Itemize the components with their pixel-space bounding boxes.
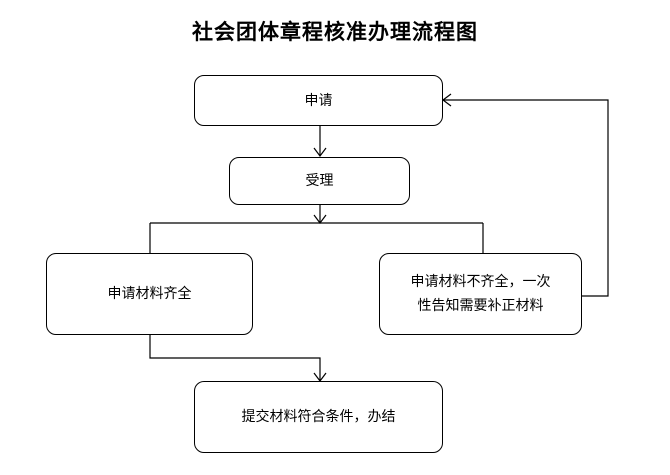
node-materials-complete: 申请材料齐全 [46,253,253,335]
arrowhead-accept [313,147,327,157]
node-materials-incomplete: 申请材料不齐全，一次 性告知需要补正材料 [379,253,582,335]
connector-complete-to-final [149,335,321,381]
arrowhead-apply [442,93,452,107]
node-materials-complete-label: 申请材料齐全 [107,286,192,302]
node-final-label: 提交材料符合条件，办结 [241,409,396,425]
node-final: 提交材料符合条件，办结 [194,381,443,453]
connector-incomplete-to-apply [443,99,609,297]
node-accept: 受理 [229,157,410,205]
node-accept-label: 受理 [305,173,334,189]
node-materials-incomplete-line2: 性告知需要补正材料 [417,298,544,314]
node-apply: 申请 [194,75,443,126]
node-apply-label: 申请 [304,92,333,109]
page-title: 社会团体章程核准办理流程图 [192,20,478,44]
node-materials-incomplete-line1: 申请材料不齐全，一次 [410,274,551,290]
